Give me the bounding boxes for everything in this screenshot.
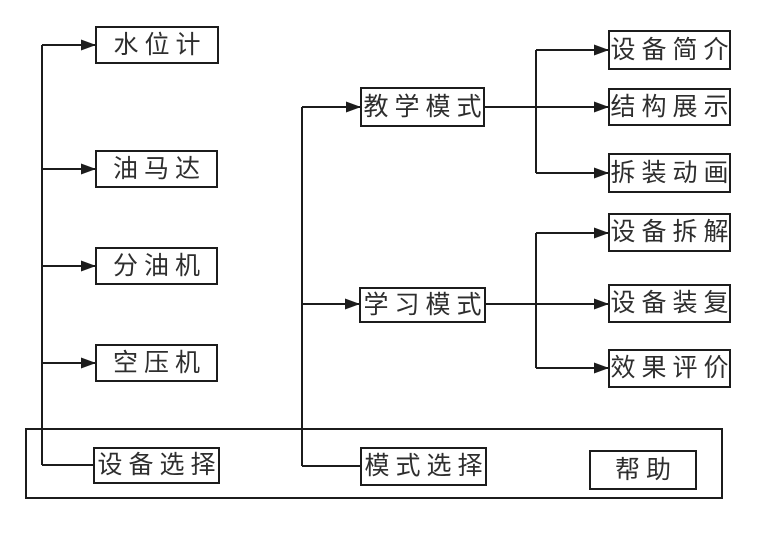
node-help: 帮助 bbox=[589, 450, 697, 490]
node-device-intro: 设备简介 bbox=[608, 30, 731, 70]
node-teaching-mode: 教学模式 bbox=[360, 87, 485, 127]
learning-mode-fanout bbox=[486, 227, 609, 374]
node-water-level-gauge: 水位计 bbox=[95, 26, 219, 64]
node-structure-display: 结构展示 bbox=[608, 88, 731, 126]
node-oil-separator: 分油机 bbox=[95, 247, 218, 285]
mode-selection-trunk bbox=[301, 101, 361, 467]
node-learning-mode: 学习模式 bbox=[359, 287, 486, 323]
node-mode-selection: 模式选择 bbox=[360, 447, 487, 486]
node-device-reassembly: 设备装复 bbox=[608, 284, 731, 323]
node-device-selection: 设备选择 bbox=[93, 447, 220, 484]
node-device-disassembly: 设备拆解 bbox=[608, 213, 731, 252]
bottom-menu-frame bbox=[25, 428, 723, 499]
node-effect-evaluation: 效果评价 bbox=[608, 349, 731, 388]
node-air-compressor: 空压机 bbox=[95, 344, 218, 382]
node-disassembly-animation: 拆装动画 bbox=[608, 153, 731, 193]
node-oil-motor: 油马达 bbox=[95, 150, 218, 188]
device-selection-trunk bbox=[41, 39, 96, 466]
teaching-mode-fanout bbox=[485, 44, 609, 179]
